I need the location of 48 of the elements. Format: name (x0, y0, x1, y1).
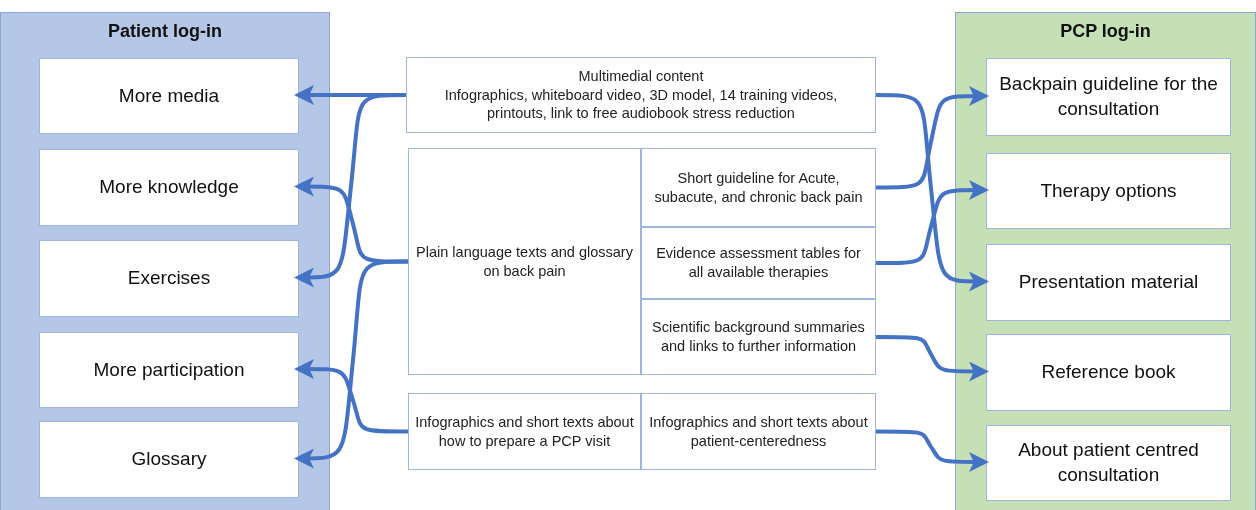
content-box (641, 148, 876, 227)
box-text: Infographics and short texts about patient-centeredness (648, 412, 869, 451)
panel-heading: PCP log-in (1060, 21, 1151, 42)
box-text: More participation (93, 357, 245, 382)
content-box (986, 425, 1231, 501)
box-text: Glossary (131, 447, 207, 472)
content-box (986, 244, 1231, 321)
arrow (294, 359, 408, 434)
content-box (408, 148, 641, 375)
box-text: Plain language texts and glossary on back pain (415, 242, 634, 281)
box-text: Exercises (127, 266, 211, 291)
content-box (641, 227, 876, 299)
box-text: Backpain guideline for the consultation (998, 72, 1219, 121)
content-box (39, 58, 299, 134)
arrow (294, 176, 408, 264)
content-box (406, 57, 876, 133)
arrow (876, 335, 989, 382)
content-box (408, 393, 641, 470)
content-box (39, 149, 299, 226)
box-text: Infographics, whiteboard video, 3D model, 14 training videos, printouts, link to free audiobook stress reduction (443, 85, 839, 124)
content-box (39, 332, 299, 408)
box-text: Multimedial content (578, 66, 704, 86)
login-panel (955, 12, 1256, 510)
panel-heading: Patient log-in (108, 21, 222, 42)
arrow (876, 86, 989, 190)
arrow (294, 259, 408, 469)
arrow (876, 180, 989, 265)
box-text: More media (118, 83, 220, 108)
content-box (986, 58, 1231, 136)
box-text: Short guideline for Acute, subacute, and chronic back pain (653, 168, 864, 207)
box-text: Presentation material (1018, 270, 1199, 295)
box-text: Evidence assessment tables for all available therapies (655, 244, 862, 282)
content-box (39, 240, 299, 317)
content-box (641, 393, 876, 470)
arrow (876, 429, 989, 472)
box-text: Scientific background summaries and links to further information (651, 318, 866, 356)
box-text: Reference book (1041, 360, 1176, 385)
box-text: More knowledge (99, 175, 239, 200)
login-panel (0, 12, 330, 510)
arrow (294, 93, 406, 288)
arrow (876, 93, 989, 292)
box-text: Therapy options (1040, 178, 1177, 203)
box-text: About patient centred consultation (1017, 438, 1200, 487)
content-box (641, 299, 876, 375)
content-box (39, 421, 299, 498)
box-text: Infographics and short texts about how to prepare a PCP visit (415, 412, 634, 451)
content-box (986, 153, 1231, 229)
content-box (986, 334, 1231, 411)
